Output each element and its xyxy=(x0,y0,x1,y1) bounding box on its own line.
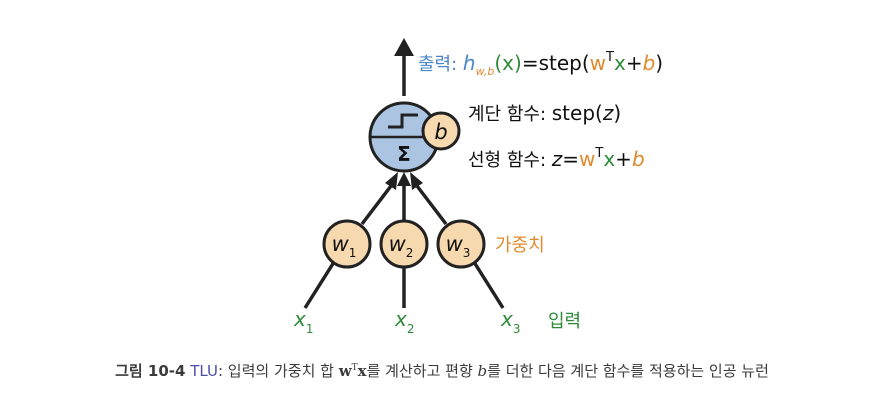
linear-function-label: 선형 함수: z=wTx+b xyxy=(468,146,645,171)
neuron-node: Σ xyxy=(368,101,440,173)
weight-arrowhead-3 xyxy=(410,172,423,190)
step-function-label: 계단 함수: step(z) xyxy=(468,101,621,125)
figure-number: 그림 10-4 xyxy=(115,362,186,380)
figure-caption: 그림 10-4 TLU: 입력의 가중치 합 wTx를 계산하고 편향 b를 더… xyxy=(0,360,884,381)
caption-sup-t: T xyxy=(351,363,358,373)
input-x1: x1 xyxy=(293,307,313,336)
caption-x: x xyxy=(357,362,367,380)
weight-arrowhead-2 xyxy=(397,172,411,186)
weight-link-1 xyxy=(360,180,396,226)
input-x2: x2 xyxy=(394,307,414,336)
weights-label: 가중치 xyxy=(495,235,545,256)
svg-text:w3: w3 xyxy=(446,232,471,260)
input-x3: x3 xyxy=(500,307,520,336)
sum-symbol: Σ xyxy=(397,142,411,166)
inputs-label: 입력 xyxy=(548,311,581,332)
input-line-3 xyxy=(472,261,505,309)
weight-link-3 xyxy=(412,180,448,226)
weight-node-1: w1 xyxy=(322,219,372,269)
bias-symbol: b xyxy=(434,120,447,144)
output-arrowhead xyxy=(394,38,414,56)
svg-text:w2: w2 xyxy=(389,232,414,260)
caption-b: b xyxy=(477,362,488,380)
weight-arrowhead-1 xyxy=(385,172,398,190)
caption-part3: 를 더한 다음 계단 함수를 적용하는 인공 뉴런 xyxy=(487,362,769,380)
input-line-1 xyxy=(303,261,336,309)
bias-node: b xyxy=(421,111,461,151)
caption-w: w xyxy=(338,362,352,380)
caption-part2: 를 계산하고 편향 xyxy=(366,362,478,380)
caption-tlu: TLU xyxy=(185,362,218,380)
step-icon xyxy=(388,113,418,129)
output-formula: 출력: hw,b(x)=step(wTx+b) xyxy=(418,50,663,78)
weight-node-3: w3 xyxy=(436,219,486,269)
svg-text:w1: w1 xyxy=(332,232,357,260)
caption-part1: : 입력의 가중치 합 xyxy=(217,362,339,380)
weight-node-2: w2 xyxy=(379,219,429,269)
